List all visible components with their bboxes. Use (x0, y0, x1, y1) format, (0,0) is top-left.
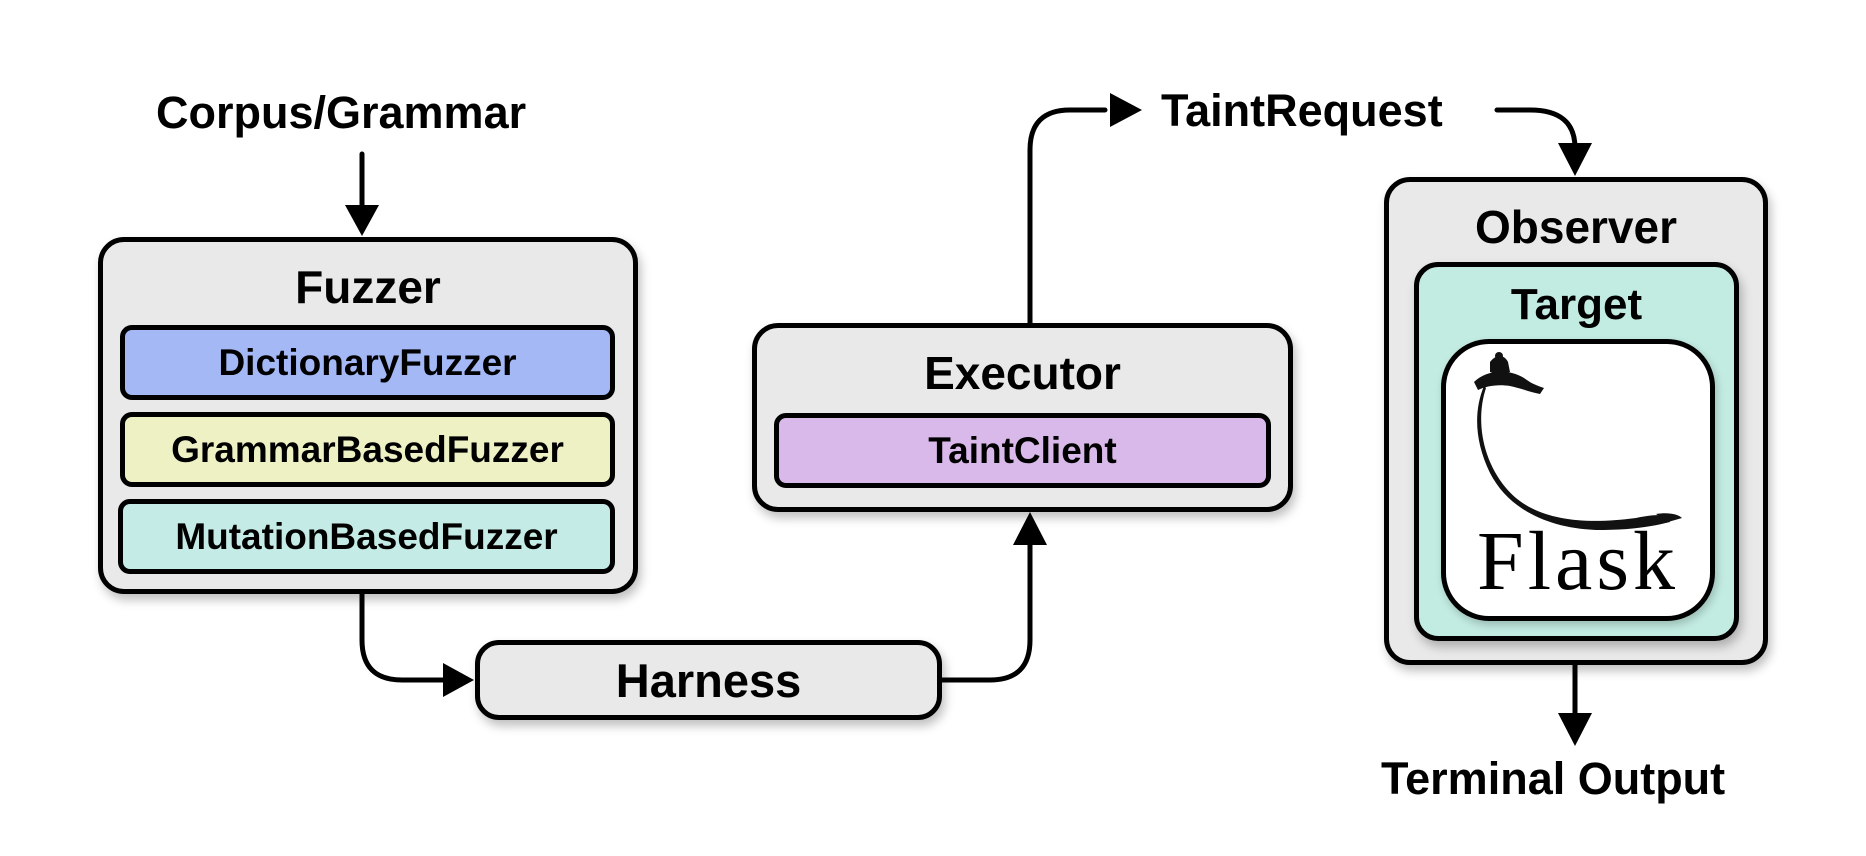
arrowhead-executor (1013, 512, 1047, 545)
dictionary-fuzzer-item: DictionaryFuzzer (120, 325, 615, 400)
grammar-based-fuzzer-item: GrammarBasedFuzzer (120, 412, 615, 487)
arrowhead-observer (1558, 143, 1592, 176)
observer-title: Observer (1474, 201, 1677, 253)
flask-logo: Flask (1441, 339, 1715, 621)
observer-box: Observer Target Flask (1384, 177, 1768, 665)
taint-client-item: TaintClient (774, 413, 1271, 488)
arrow-taintrequest-to-observer (1494, 107, 1578, 151)
mutation-based-fuzzer-item: MutationBasedFuzzer (118, 499, 615, 574)
arrowhead-taintrequest (1110, 93, 1142, 127)
flask-logo-text: Flask (1476, 515, 1680, 608)
arrowhead-harness (443, 663, 474, 697)
arrowhead-corpus (345, 205, 379, 236)
harness-box: Harness (475, 640, 942, 720)
target-title: Target (1510, 280, 1643, 329)
executor-box: Executor TaintClient (752, 323, 1293, 512)
target-box: Target Flask (1414, 262, 1739, 641)
fuzzer-title: Fuzzer (295, 261, 441, 313)
flask-horn-icon (1474, 352, 1682, 530)
arrowhead-terminal (1558, 713, 1592, 746)
terminal-output-label: Terminal Output (1381, 753, 1726, 804)
corpus-grammar-label: Corpus/Grammar (156, 87, 527, 138)
executor-title: Executor (924, 347, 1121, 399)
arrow-fuzzer-to-harness (359, 589, 451, 683)
fuzzer-box: Fuzzer DictionaryFuzzer GrammarBasedFuzz… (98, 237, 638, 594)
arrow-harness-to-executor (937, 537, 1033, 683)
arrow-executor-to-taintrequest (1027, 107, 1108, 326)
harness-title: Harness (615, 653, 802, 707)
taint-request-label: TaintRequest (1161, 85, 1443, 136)
